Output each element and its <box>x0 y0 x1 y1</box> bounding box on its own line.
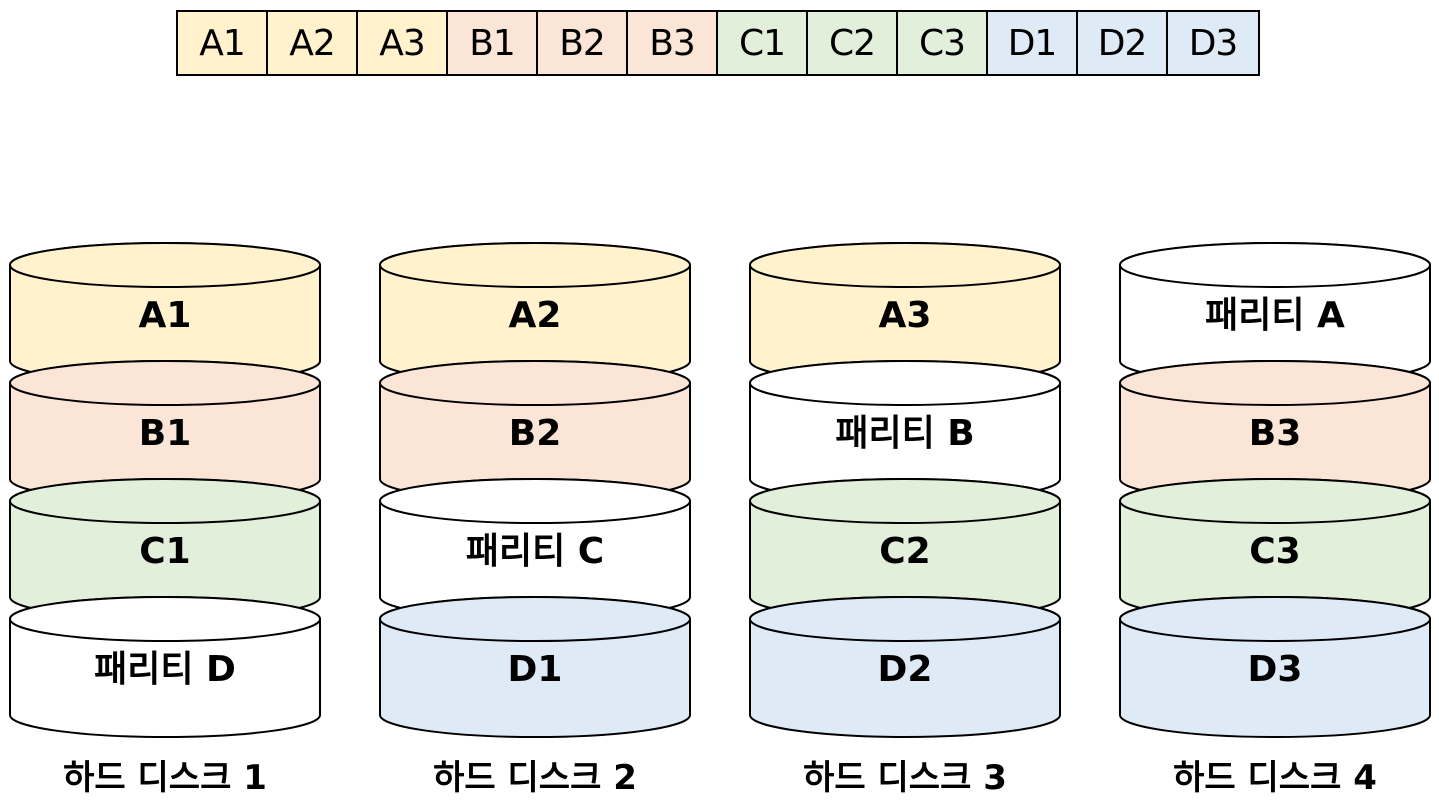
segment-top-face <box>1119 596 1431 642</box>
segment-top-face <box>379 596 691 642</box>
disk-1-segment-4: 패리티 D <box>9 596 321 738</box>
disk-4-segment-1: 패리티 A <box>1119 242 1431 384</box>
disk-label-4: 하드 디스크 4 <box>1173 758 1377 798</box>
stripe-block-b2: B2 <box>538 12 628 74</box>
segment-top-face <box>9 596 321 642</box>
segment-top-face <box>749 596 1061 642</box>
disk-label-3: 하드 디스크 3 <box>803 758 1007 798</box>
disk-2-segment-2: B2 <box>379 360 691 502</box>
disk-3-segment-1: A3 <box>749 242 1061 384</box>
stripe-block-a3: A3 <box>358 12 448 74</box>
disk-3-segment-3: C2 <box>749 478 1061 620</box>
segment-label: 패리티 A <box>1205 295 1345 336</box>
disk-1-segment-3: C1 <box>9 478 321 620</box>
segment-label: 패리티 B <box>835 413 974 454</box>
stripe-block-d2: D2 <box>1078 12 1168 74</box>
segment-label: C1 <box>139 531 190 572</box>
segment-label: B2 <box>509 413 562 454</box>
stripe-block-a1: A1 <box>178 12 268 74</box>
stripe-block-c1: C1 <box>718 12 808 74</box>
segment-label: 패리티 C <box>466 531 604 572</box>
segment-top-face <box>379 242 691 288</box>
segment-top-face <box>9 242 321 288</box>
segment-top-face <box>9 360 321 406</box>
stripe-block-d1: D1 <box>988 12 1078 74</box>
segment-top-face <box>379 478 691 524</box>
disk-4-segment-4: D3 <box>1119 596 1431 738</box>
disk-label-2: 하드 디스크 2 <box>433 758 637 798</box>
segment-label: 패리티 D <box>94 649 236 690</box>
stripe-block-b3: B3 <box>628 12 718 74</box>
disk-3-segment-4: D2 <box>749 596 1061 738</box>
disk-3-segment-2: 패리티 B <box>749 360 1061 502</box>
segment-label: C3 <box>1249 531 1300 572</box>
segment-label: C2 <box>879 531 930 572</box>
segment-label: D3 <box>1248 649 1303 690</box>
stripe-block-d3: D3 <box>1168 12 1258 74</box>
segment-top-face <box>749 242 1061 288</box>
disk-label-1: 하드 디스크 1 <box>63 758 267 798</box>
segment-top-face <box>1119 478 1431 524</box>
disk-4-segment-2: B3 <box>1119 360 1431 502</box>
disk-1-segment-1: A1 <box>9 242 321 384</box>
segment-label: D2 <box>878 649 933 690</box>
segment-label: A1 <box>139 295 192 336</box>
segment-top-face <box>1119 360 1431 406</box>
segment-label: D1 <box>508 649 563 690</box>
segment-label: B1 <box>139 413 192 454</box>
segment-top-face <box>379 360 691 406</box>
stripe-block-c3: C3 <box>898 12 988 74</box>
segment-top-face <box>749 360 1061 406</box>
disk-2-segment-1: A2 <box>379 242 691 384</box>
disk-2-segment-4: D1 <box>379 596 691 738</box>
stripe-block-a2: A2 <box>268 12 358 74</box>
segment-label: A3 <box>879 295 932 336</box>
segment-label: B3 <box>1249 413 1302 454</box>
stripe-block-b1: B1 <box>448 12 538 74</box>
segment-top-face <box>749 478 1061 524</box>
segment-label: A2 <box>509 295 562 336</box>
segment-top-face <box>1119 242 1431 288</box>
disk-2-segment-3: 패리티 C <box>379 478 691 620</box>
stripe-block-c2: C2 <box>808 12 898 74</box>
segment-top-face <box>9 478 321 524</box>
disk-4-segment-3: C3 <box>1119 478 1431 620</box>
